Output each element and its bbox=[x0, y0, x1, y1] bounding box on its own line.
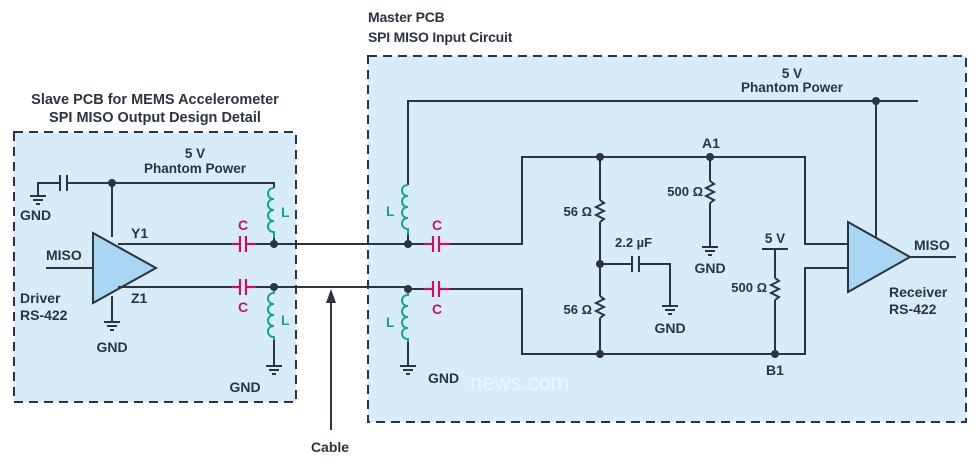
slave-power-rail bbox=[37, 175, 275, 237]
master-inductor-bottom-icon bbox=[401, 293, 409, 342]
cable-label: Cable bbox=[311, 439, 349, 455]
r500a-gnd-icon bbox=[702, 246, 718, 256]
slave-bypass-gnd-label: GND bbox=[20, 207, 51, 223]
r56-top-label: 56 Ω bbox=[564, 204, 593, 219]
slave-y-node bbox=[270, 240, 278, 248]
node-b1 bbox=[771, 350, 779, 358]
resistor-56-bottom-icon bbox=[593, 295, 607, 319]
master-power-rail bbox=[407, 97, 918, 238]
cable-arrow-icon bbox=[326, 289, 336, 430]
master-ind-top-label: L bbox=[386, 203, 395, 219]
master-ind-bottom-label: L bbox=[386, 314, 395, 330]
receiver-standard: RS-422 bbox=[889, 301, 937, 317]
master-output-label: MISO bbox=[914, 237, 950, 253]
driver-gnd-icon bbox=[104, 321, 120, 331]
slave-inductor-top-icon bbox=[267, 187, 275, 238]
r500a-label: 500 Ω bbox=[667, 184, 703, 199]
slave-ind-top-label: L bbox=[281, 204, 290, 220]
driver-label: Driver bbox=[20, 290, 61, 306]
divider-network bbox=[593, 153, 671, 358]
slave-power-voltage: 5 V bbox=[185, 146, 205, 161]
master-ind-gnd-icon bbox=[400, 365, 416, 375]
driver-standard: RS-422 bbox=[20, 307, 68, 323]
node-b1-label: B1 bbox=[766, 362, 784, 378]
master-power-label: Phantom Power bbox=[741, 80, 844, 95]
cap-2u2-gnd-label: GND bbox=[654, 320, 685, 336]
slave-cap-top-label: C bbox=[238, 217, 248, 233]
master-cap-top-label: C bbox=[432, 217, 442, 233]
resistor-500-a-icon bbox=[703, 180, 717, 204]
resistor-500-b-icon bbox=[768, 277, 782, 301]
master-power-node bbox=[872, 97, 880, 105]
master-ind-gnd-label: GND bbox=[428, 370, 459, 386]
slave-ind-bottom-label: L bbox=[281, 312, 290, 328]
slave-z-node bbox=[270, 283, 278, 291]
slave-input-label: MISO bbox=[46, 247, 82, 263]
resistor-56-top-icon bbox=[593, 199, 607, 223]
r500a-gnd-label: GND bbox=[694, 260, 725, 276]
master-cap-bottom-label: C bbox=[432, 301, 442, 317]
master-title-line2: SPI MISO Input Circuit bbox=[368, 29, 513, 45]
slave-title-line2: SPI MISO Output Design Detail bbox=[49, 110, 261, 126]
receiver-label: Receiver bbox=[889, 284, 948, 300]
slave-power-label: Phantom Power bbox=[144, 161, 247, 176]
cap-2u2-label: 2.2 µF bbox=[615, 235, 652, 250]
watermark: news.com bbox=[470, 370, 569, 395]
r500b-supply-label: 5 V bbox=[765, 231, 785, 246]
cap-2u2-gnd-icon bbox=[662, 305, 678, 315]
master-power-voltage: 5 V bbox=[782, 66, 802, 81]
driver-gnd-label: GND bbox=[96, 339, 127, 355]
r500b-label: 500 Ω bbox=[731, 280, 767, 295]
slave-title-line1: Slave PCB for MEMS Accelerometer bbox=[31, 92, 279, 108]
slave-power-node bbox=[108, 179, 116, 187]
master-title-line1: Master PCB bbox=[368, 9, 445, 25]
slave-cap-bottom-label: C bbox=[238, 299, 248, 315]
slave-ind-gnd-icon bbox=[266, 365, 282, 375]
y1-label: Y1 bbox=[131, 225, 148, 241]
r56-bottom-label: 56 Ω bbox=[564, 302, 593, 317]
z1-label: Z1 bbox=[131, 290, 148, 306]
receiver-amplifier-icon bbox=[847, 220, 913, 294]
slave-ind-gnd-label: GND bbox=[229, 379, 260, 395]
slave-inductor-bottom-icon bbox=[267, 291, 275, 340]
node-a1-label: A1 bbox=[702, 135, 720, 151]
master-inductor-top-icon bbox=[401, 184, 409, 235]
slave-bypass-gnd-icon bbox=[30, 195, 46, 205]
